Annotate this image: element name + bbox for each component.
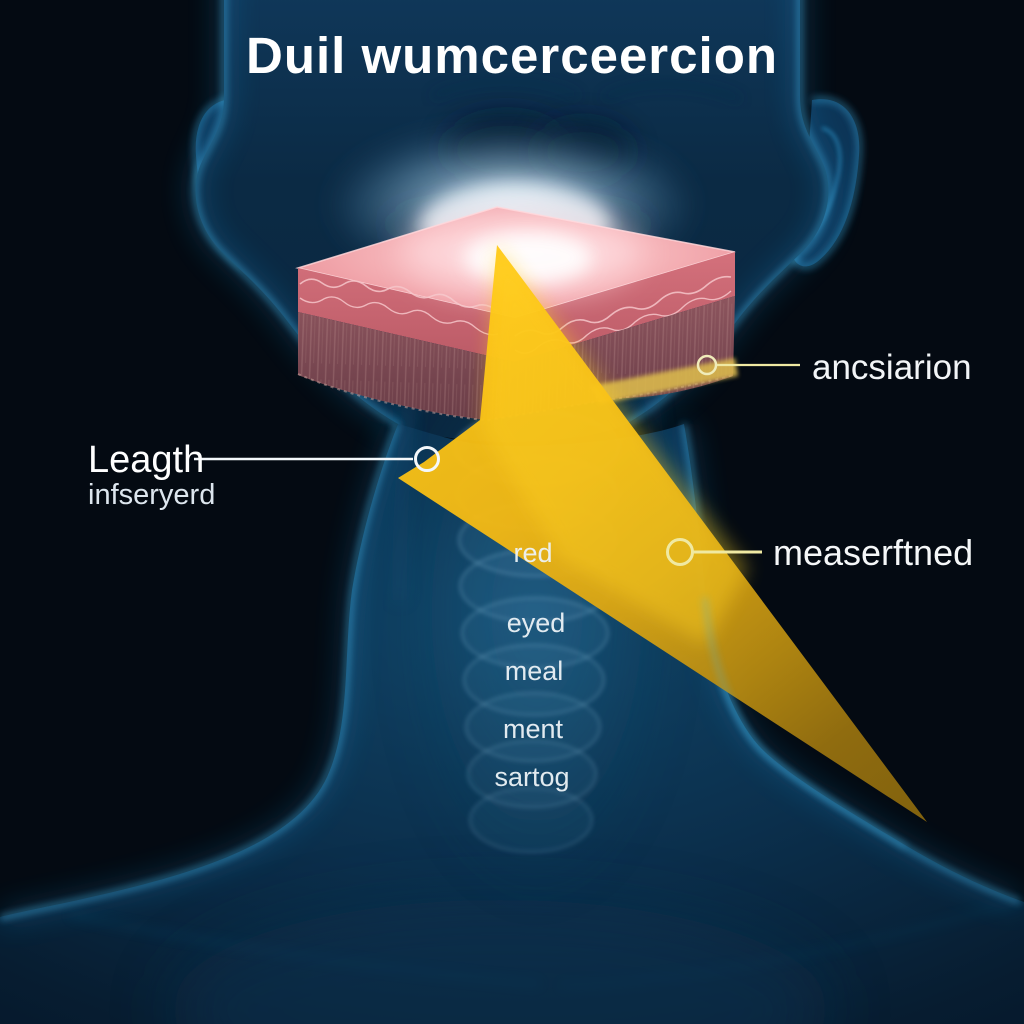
throat-word-eyed: eyed xyxy=(507,608,566,638)
marker-circle-left xyxy=(414,446,440,472)
label-ancsiarion: ancsiarion xyxy=(812,348,972,387)
annotation-right-mid: measerftned xyxy=(666,532,973,573)
brow-contour-right xyxy=(602,81,742,103)
light-beam xyxy=(398,245,927,822)
page-title: Duil wumcerceercion xyxy=(246,27,778,84)
brow-contour-left xyxy=(431,79,580,100)
tissue-block xyxy=(295,204,738,422)
tissue-lit-edge xyxy=(590,358,738,404)
label-infseryerd: infseryerd xyxy=(88,479,215,511)
throat-word-sartog: sartog xyxy=(494,762,569,792)
beam-core-highlight xyxy=(483,245,748,645)
tissue-glow-hotspot xyxy=(464,232,592,284)
annotation-right-top: ancsiarion xyxy=(696,348,972,387)
label-leagth: Leagth xyxy=(88,439,204,481)
marker-circle-ancsiarion xyxy=(696,354,718,376)
throat-word-ment: ment xyxy=(503,714,564,744)
label-measerftned: measerftned xyxy=(773,532,973,573)
chest-haze xyxy=(170,900,830,1024)
annotation-left: Leagth infseryerd xyxy=(88,439,440,511)
throat-word-meal: meal xyxy=(505,656,564,686)
trachea-ring xyxy=(469,787,593,853)
neck-left-edge-glow xyxy=(0,423,400,920)
throat-word-red: red xyxy=(513,538,552,568)
throat-word-list: red eyed meal ment sartog xyxy=(494,538,569,792)
neck-edge-over-beam xyxy=(703,597,907,849)
tissue-layer-red xyxy=(298,252,735,362)
marker-circle-measerftned xyxy=(666,538,694,566)
